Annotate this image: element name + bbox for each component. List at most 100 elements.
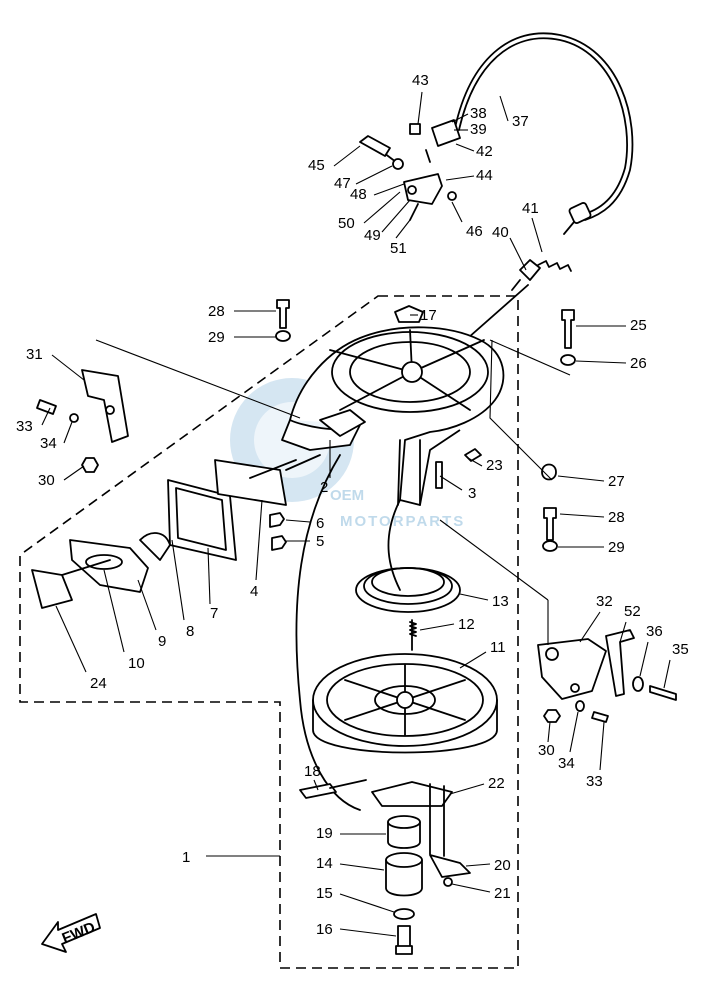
callout-19: 19 [316,825,333,842]
leader-line [137,579,157,631]
leader-line [467,457,483,467]
callout-34: 34 [40,435,57,452]
leader-line [575,360,627,364]
fwd-label: FWD [60,919,98,948]
cable-bracket [359,119,461,221]
control-cable [454,32,634,235]
leader-line [339,893,395,913]
leader-line [547,721,551,743]
watermark-subtext: MOTORPARTS [340,513,465,530]
cable-spring-41 [511,259,572,291]
callout-15: 15 [316,885,333,902]
callout-28: 28 [608,509,625,526]
leader-line [363,191,401,224]
callout-21: 21 [494,885,511,902]
callout-49: 49 [364,227,381,244]
leader-line [339,928,397,937]
starter-housing [281,305,505,811]
callout-43: 43 [412,72,429,89]
lower-parts [299,779,471,955]
lockout-bracket [439,519,677,723]
callout-50: 50 [338,215,355,232]
callout-23: 23 [486,457,503,474]
leader-line [207,547,211,605]
spiral-spring [355,567,461,651]
leader-line [459,651,487,669]
callout-35: 35 [672,641,689,658]
leader-line [419,623,455,631]
leader-line [63,465,85,481]
callout-46: 46 [466,223,483,240]
callout-32: 32 [596,593,613,610]
leader-line [439,475,463,491]
watermark-brand: OEM [330,487,364,504]
callout-45: 45 [308,157,325,174]
callout-31: 31 [26,346,43,363]
callout-17: 17 [420,307,437,324]
callout-9: 9 [158,633,166,650]
leader-line [451,883,491,893]
callout-42: 42 [476,143,493,160]
leader-line [663,659,671,689]
callout-5: 5 [316,533,324,550]
callout-40: 40 [492,224,509,241]
callout-33: 33 [586,773,603,790]
leader-line [41,407,51,426]
callout-26: 26 [630,355,647,372]
leader-line [51,354,85,381]
callout-33: 33 [16,418,33,435]
callout-37: 37 [512,113,529,130]
leader-line [63,421,73,444]
leader-line [531,217,543,253]
leader-line [445,175,475,181]
callout-44: 44 [476,167,493,184]
leader-line [55,605,87,673]
callout-47: 47 [334,175,351,192]
callout-12: 12 [458,616,475,633]
callout-1: 1 [182,849,190,866]
callout-16: 16 [316,921,333,938]
leader-line [559,513,605,518]
callout-51: 51 [390,240,407,257]
leader-line [339,863,385,871]
leader-line [579,611,601,643]
callout-18: 18 [304,763,321,780]
leader-line [171,539,185,621]
leader-line [569,711,579,753]
callout-39: 39 [470,121,487,138]
callout-48: 48 [350,186,367,203]
callout-4: 4 [250,583,258,600]
callout-41: 41 [522,200,539,217]
callout-29: 29 [608,539,625,556]
leader-line [455,143,475,152]
leader-line [285,519,311,523]
leader-line [313,779,319,791]
callout-29: 29 [208,329,225,346]
leader-line [451,201,463,223]
leader-line [417,91,423,125]
leader-line [599,721,605,771]
drive-pulley [312,653,498,754]
callout-2: 2 [320,479,328,496]
leader-line [451,113,469,123]
leader-line [465,863,491,867]
leader-line [373,183,405,196]
callout-38: 38 [470,105,487,122]
callout-3: 3 [468,485,476,502]
callout-13: 13 [492,593,509,610]
leader-line [499,95,509,122]
callout-20: 20 [494,857,511,874]
leader-line [449,783,485,795]
callout-36: 36 [646,623,663,640]
leader-line [381,199,411,233]
callout-27: 27 [608,473,625,490]
leader-line [639,641,649,677]
callout-52: 52 [624,603,641,620]
callout-8: 8 [186,623,194,640]
handle-assembly [31,339,321,609]
leader-line [103,569,125,653]
callout-14: 14 [316,855,333,872]
